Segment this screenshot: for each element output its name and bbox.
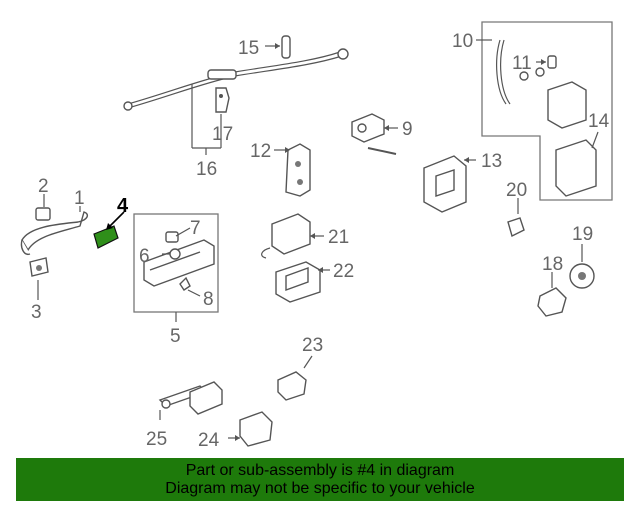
callout-1: 1 [74,188,85,209]
latch-assembly-box [476,21,613,201]
callout-10: 10 [452,31,473,52]
part-23-hinge [277,355,313,401]
outside-handle-group [20,194,125,300]
outside-handle [21,211,89,252]
callout-7: 7 [190,218,201,239]
callout-3: 3 [31,302,42,323]
callout-17: 17 [212,124,233,145]
callout-6: 6 [139,246,150,267]
callout-15: 15 [238,38,259,59]
callout-8: 8 [203,289,214,310]
part-18-striker-plate [537,272,567,317]
part-22-bracket [275,261,330,303]
part-24-hinge [228,411,273,447]
door-cable-assembly [123,35,349,155]
callout-12: 12 [250,141,271,162]
callout-9: 9 [402,119,413,140]
part-9-actuator [351,113,398,155]
callout-25: 25 [146,429,167,450]
callout-20: 20 [506,180,527,201]
cable-end-clip [281,35,291,59]
cable-bracket [215,87,230,113]
handle-pad-2 [35,207,51,221]
cable-clip [207,69,237,80]
callout-24: 24 [198,430,220,451]
part-25-door-check [158,381,223,420]
callout-16: 16 [196,159,217,180]
callout-21: 21 [328,227,349,248]
callout-18: 18 [542,254,563,275]
banner-line-2: Diagram may not be specific to your vehi… [165,479,475,497]
part-12-bracket [274,143,311,197]
handle-frame [143,239,215,287]
callout-13: 13 [481,151,502,172]
banner-line-1: Part or sub-assembly is #4 in diagram [185,461,455,479]
part-21-motor [261,213,324,259]
callout-22: 22 [333,261,354,282]
callout-11: 11 [512,53,532,74]
part-19-striker [569,244,595,289]
callout-5: 5 [170,326,181,347]
handle-subassembly-box [133,213,219,322]
fitment-banner: Part or sub-assembly is #4 in diagram Di… [16,458,624,501]
callout-4: 4 [117,195,129,217]
part-20-clip [507,198,525,238]
callout-23: 23 [302,335,323,356]
part-4-highlighted [93,225,119,249]
callout-19: 19 [572,224,593,245]
part-13-lock [423,155,476,213]
callout-14: 14 [588,111,610,132]
callout-2: 2 [38,176,49,197]
